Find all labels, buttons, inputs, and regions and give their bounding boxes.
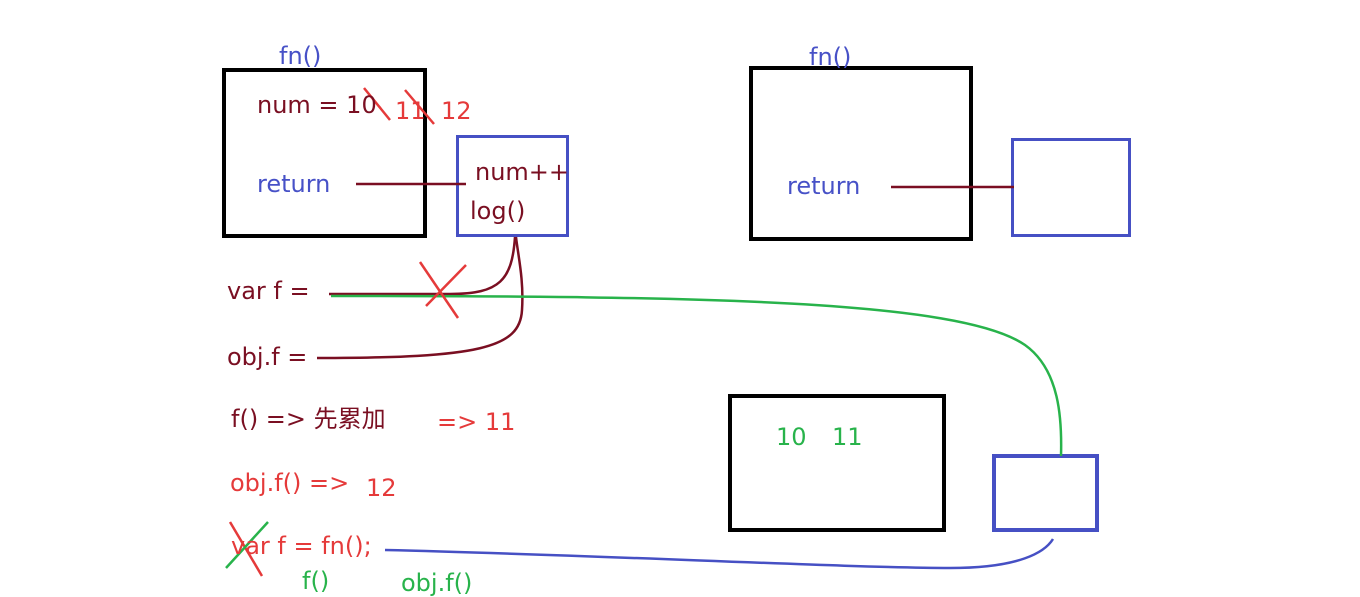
green-x-stroke-2 bbox=[225, 521, 269, 569]
var-f-connector bbox=[329, 236, 517, 296]
right-scope-title: fn() bbox=[809, 43, 852, 71]
memory-value-10: 10 bbox=[776, 423, 807, 451]
f-call-note: f() => 先累加 bbox=[231, 405, 386, 433]
right-fn-scope-box bbox=[749, 66, 973, 241]
inner-log-call: log() bbox=[470, 197, 526, 225]
obj-f-connector bbox=[316, 236, 524, 360]
left-num-12: 12 bbox=[441, 97, 472, 125]
red-x-stroke-1 bbox=[418, 261, 460, 319]
var-fn-statement: var f = fn(); bbox=[231, 532, 372, 560]
right-return-label: return bbox=[787, 172, 861, 200]
left-fn-scope-box bbox=[222, 68, 427, 238]
inner-num-increment: num++ bbox=[475, 158, 570, 186]
obj-call-label: obj.f() bbox=[401, 569, 473, 597]
left-num-11: 11 bbox=[395, 97, 426, 125]
obj-f-assignment: obj.f = bbox=[227, 343, 308, 371]
red-x-stroke-2 bbox=[425, 264, 467, 307]
memory-value-11: 11 bbox=[832, 423, 863, 451]
left-num-declaration: num = 10 bbox=[257, 91, 377, 119]
memory-fn-box bbox=[992, 454, 1099, 532]
strike-10 bbox=[363, 87, 391, 121]
left-inner-fn-box bbox=[456, 135, 569, 237]
f-call-result: => 11 bbox=[437, 408, 516, 436]
left-scope-title: fn() bbox=[279, 42, 322, 70]
var-fn-blue-connector bbox=[384, 538, 1055, 570]
memory-scope-box bbox=[728, 394, 946, 532]
green-x-stroke-1 bbox=[228, 521, 264, 577]
f-call-label: f() bbox=[302, 567, 330, 595]
obj-call-note: obj.f() => bbox=[230, 469, 350, 497]
var-f-green-connector bbox=[330, 294, 1063, 457]
left-return-label: return bbox=[257, 170, 331, 198]
strike-11 bbox=[404, 89, 435, 125]
var-f-assignment: var f = bbox=[227, 277, 310, 305]
obj-call-result: 12 bbox=[366, 474, 397, 502]
